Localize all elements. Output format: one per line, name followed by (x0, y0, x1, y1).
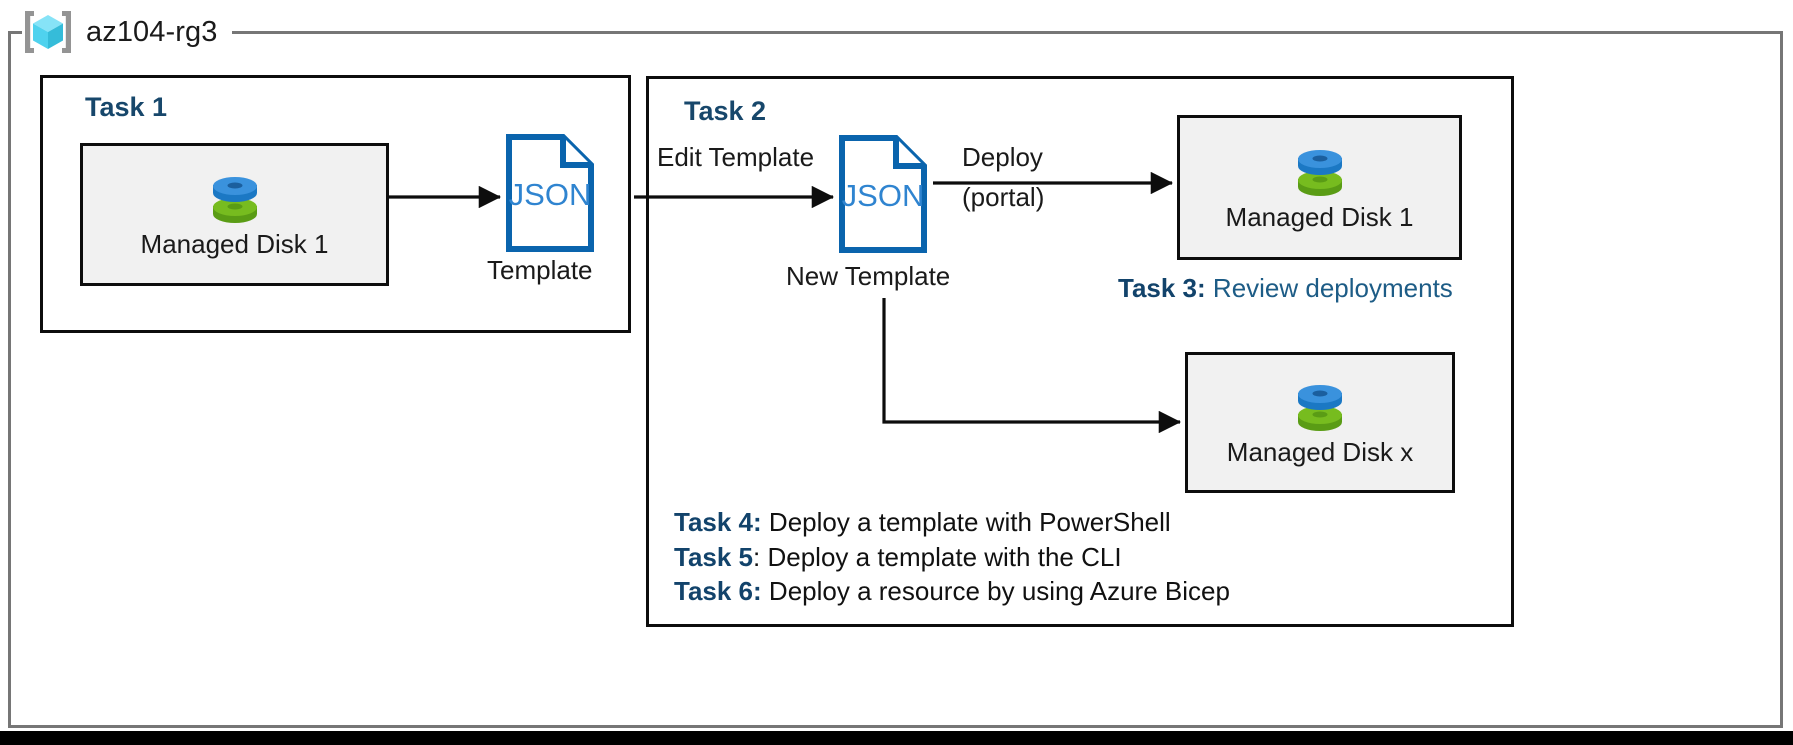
resource-group-header: az104-rg3 (22, 10, 232, 54)
task-list-item-value: Deploy a template with PowerShell (761, 507, 1171, 537)
task-list-item-separator: : (753, 576, 762, 607)
task3-value: Review deployments (1205, 273, 1453, 303)
edge-label-deploy-portal: (portal) (962, 182, 1045, 212)
json-icon-text: JSON (509, 177, 592, 212)
task1-container (40, 75, 631, 333)
managed-disk-icon (1289, 143, 1351, 201)
managed-disk-1-resource-box[interactable]: Managed Disk 1 (80, 143, 389, 286)
json-file-icon-template[interactable]: JSON (505, 133, 595, 253)
task3-caption: Task 3: Review deployments (1118, 273, 1453, 304)
task-list-item-separator: : (753, 541, 761, 572)
resource-group-name: az104-rg3 (86, 15, 218, 48)
task-list-item: Task 4: Deploy a template with PowerShel… (674, 505, 1230, 540)
task-list-item-key: Task 6 (674, 576, 754, 607)
task2-container (646, 76, 1514, 627)
managed-disk-icon (1289, 378, 1351, 436)
task-list: Task 4: Deploy a template with PowerShel… (674, 505, 1230, 609)
task-list-item: Task 6: Deploy a resource by using Azure… (674, 574, 1230, 609)
task-list-item: Task 5: Deploy a template with the CLI (674, 540, 1230, 575)
task3-key: Task 3: (1118, 273, 1206, 303)
task1-heading: Task 1 (85, 92, 168, 122)
edge-label-deploy: Deploy (962, 142, 1043, 172)
resource-group-frame (8, 31, 1783, 728)
template-caption: Template (487, 255, 593, 285)
new-template-caption: New Template (786, 261, 951, 291)
task-list-item-key: Task 5 (674, 541, 754, 572)
managed-disk-1-portal-label: Managed Disk 1 (1225, 202, 1414, 233)
task-list-item-value: Deploy a template with the CLI (760, 541, 1122, 572)
resource-group-cube-icon (22, 8, 74, 56)
task-list-item-value: Deploy a resource by using Azure Bicep (761, 576, 1230, 607)
bottom-band (0, 731, 1793, 745)
task-list-item-separator: : (753, 507, 762, 537)
managed-disk-1-label: Managed Disk 1 (140, 229, 329, 260)
managed-disk-x-resource-box[interactable]: Managed Disk x (1185, 352, 1455, 493)
managed-disk-icon (204, 170, 266, 228)
json-file-icon-new-template[interactable]: JSON (838, 134, 928, 254)
managed-disk-x-label: Managed Disk x (1226, 437, 1414, 468)
task2-heading: Task 2 (684, 96, 767, 126)
edge-label-edit-template: Edit Template (657, 142, 815, 172)
json-icon-text: JSON (842, 178, 925, 213)
task-list-item-key: Task 4 (674, 507, 754, 537)
managed-disk-1-portal-resource-box[interactable]: Managed Disk 1 (1177, 115, 1462, 260)
